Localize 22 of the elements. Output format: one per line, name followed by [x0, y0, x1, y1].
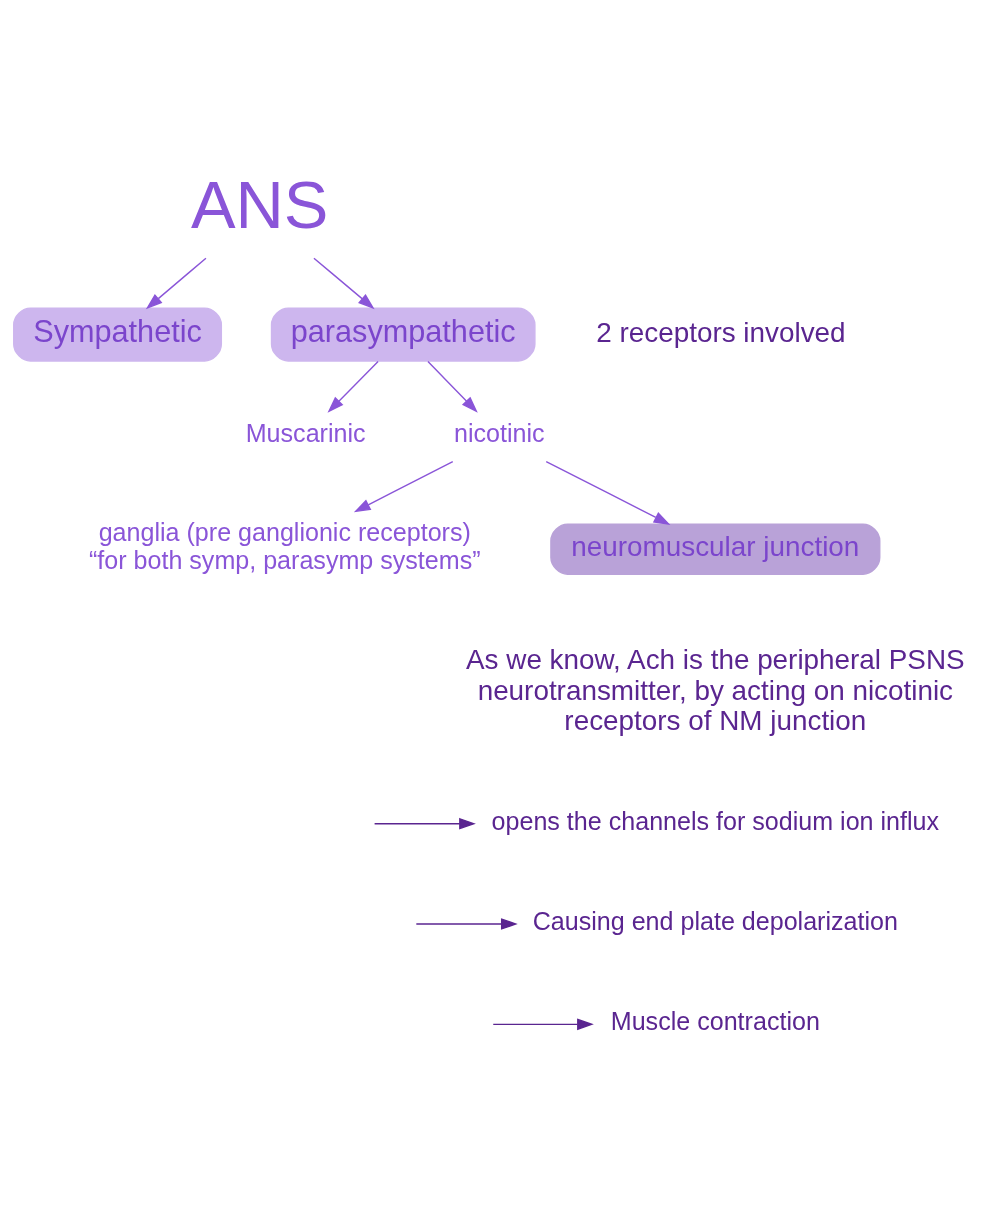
- node-text: ANS: [190, 166, 329, 242]
- node-text: opens the channels for sodium ion influx: [491, 806, 940, 835]
- node-label: “for both symp, parasymp systems”: [88, 546, 481, 575]
- arrow: [145, 257, 207, 310]
- arrow: [492, 1018, 594, 1031]
- node-box: parasympathetic: [270, 307, 536, 362]
- node-box: Sympathetic: [13, 307, 223, 362]
- node-text: Causing end plate depolarization: [532, 907, 898, 936]
- arrow: [427, 360, 478, 413]
- node-text: ganglia (pre ganglionic receptors): [98, 518, 471, 547]
- arrow: [373, 817, 476, 830]
- node-text: As we know, Ach is the peripheral PSNS neurotransmitter, by acting on nicotinic receptors of NM junction: [466, 644, 965, 737]
- arrow: [545, 460, 671, 525]
- node-text: nicotinic: [454, 419, 545, 448]
- label: 2 receptors involved: [596, 316, 846, 348]
- node-text: Muscarinic: [245, 419, 366, 448]
- arrow: [415, 918, 518, 930]
- node-text: Muscle contraction: [610, 1007, 820, 1036]
- arrow: [353, 460, 454, 513]
- node-box: neuromuscular junction: [550, 523, 881, 575]
- arrow: [313, 257, 375, 310]
- arrow: [327, 360, 379, 413]
